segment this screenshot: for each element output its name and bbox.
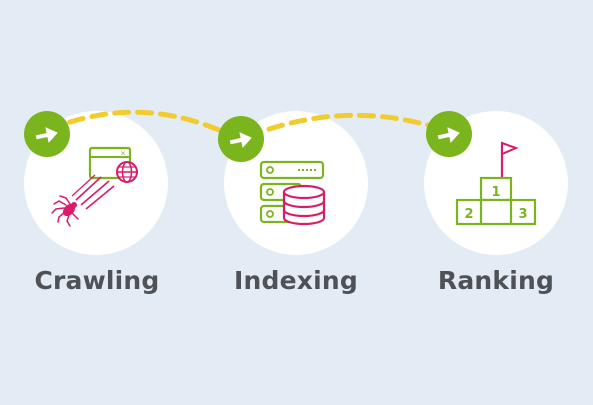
step-label-ranking: Ranking	[437, 266, 555, 295]
arrow-right-icon	[35, 127, 58, 143]
podium-flag-icon: 1 2 3	[455, 141, 537, 226]
step-label-crawling: Crawling	[34, 266, 160, 295]
arrow-badge-1	[24, 111, 70, 157]
arrow-right-icon	[229, 132, 252, 148]
podium-third: 3	[518, 207, 527, 222]
arrow-badge-2	[218, 116, 264, 162]
podium-first: 1	[491, 185, 500, 200]
podium-second: 2	[464, 207, 473, 222]
step-label-indexing: Indexing	[234, 266, 358, 295]
arrow-badge-3	[426, 111, 472, 157]
arrow-right-icon	[437, 127, 460, 143]
database-server-icon	[259, 160, 326, 226]
spider-crawler-icon: ×	[51, 146, 138, 227]
svg-text:×: ×	[120, 150, 126, 158]
